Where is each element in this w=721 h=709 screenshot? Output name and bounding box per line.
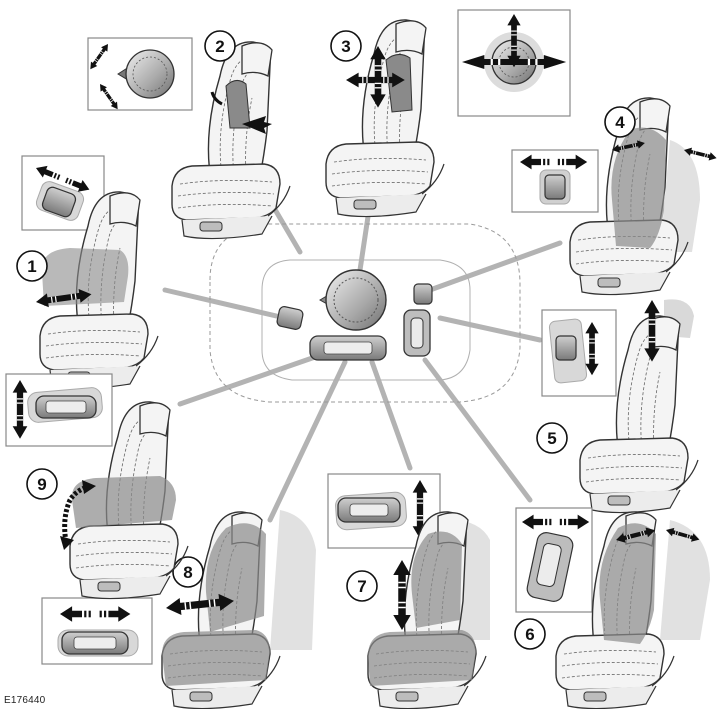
backrest-switch[interactable]	[403, 309, 431, 357]
item-1-cushion-extension: 1	[16, 155, 159, 390]
item-3-lumbar-4way: 3	[325, 9, 571, 218]
callout-1-label: 1	[27, 257, 36, 276]
item-6-backrest-recline: 6	[514, 507, 710, 709]
callout-4	[604, 106, 636, 138]
callout-3-label: 3	[341, 37, 350, 56]
callout-7	[346, 570, 378, 602]
callout-8	[172, 556, 204, 588]
callout-9-label: 9	[37, 475, 46, 494]
side-bolster-switch[interactable]	[413, 283, 433, 305]
callout-1	[16, 250, 48, 282]
callout-2	[204, 30, 236, 62]
callout-6-label: 6	[525, 625, 534, 644]
cushion-switch[interactable]	[309, 335, 387, 361]
cushion-tilt-switch[interactable]	[276, 306, 304, 331]
figure-reference-code: E176440	[4, 695, 46, 706]
item-7-seat-height: 7	[327, 473, 490, 709]
callout-3	[330, 30, 362, 62]
item-5-headrest: 5	[536, 299, 699, 514]
item-8-fore-aft: 8	[41, 510, 316, 709]
callout-7-label: 7	[357, 577, 366, 596]
item-9-cushion-tilt: 9	[5, 373, 189, 600]
door-control-panel	[209, 223, 521, 403]
item-4-side-bolster: 4	[511, 97, 718, 296]
callout-2-label: 2	[215, 37, 224, 56]
item-2-lumbar-support: 2	[86, 30, 291, 240]
lumbar-knob[interactable]	[319, 269, 387, 331]
callout-8-label: 8	[183, 563, 192, 582]
callout-6	[514, 618, 546, 650]
callout-5-label: 5	[547, 429, 556, 448]
callout-9	[26, 468, 58, 500]
callout-5	[536, 422, 568, 454]
callout-4-label: 4	[615, 113, 625, 132]
